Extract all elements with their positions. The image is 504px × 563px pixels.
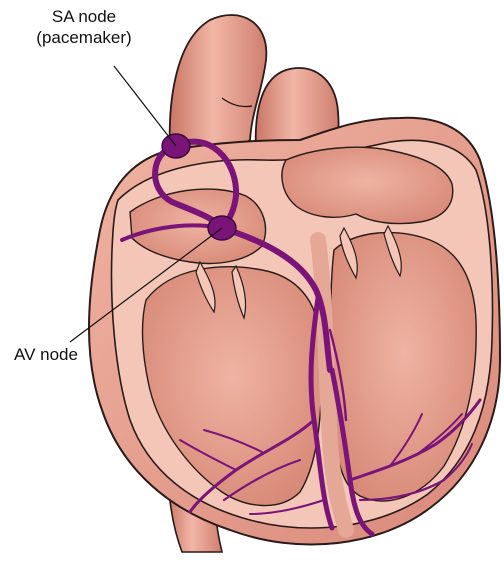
av-node-label: AV node (14, 344, 78, 365)
sa-node-label-line1: SA node (4, 6, 164, 27)
sa-node-label-line2: (pacemaker) (4, 27, 164, 48)
sa-node-leader (114, 66, 176, 146)
aorta (170, 15, 267, 150)
sa-node-label: SA node (pacemaker) (4, 6, 164, 48)
